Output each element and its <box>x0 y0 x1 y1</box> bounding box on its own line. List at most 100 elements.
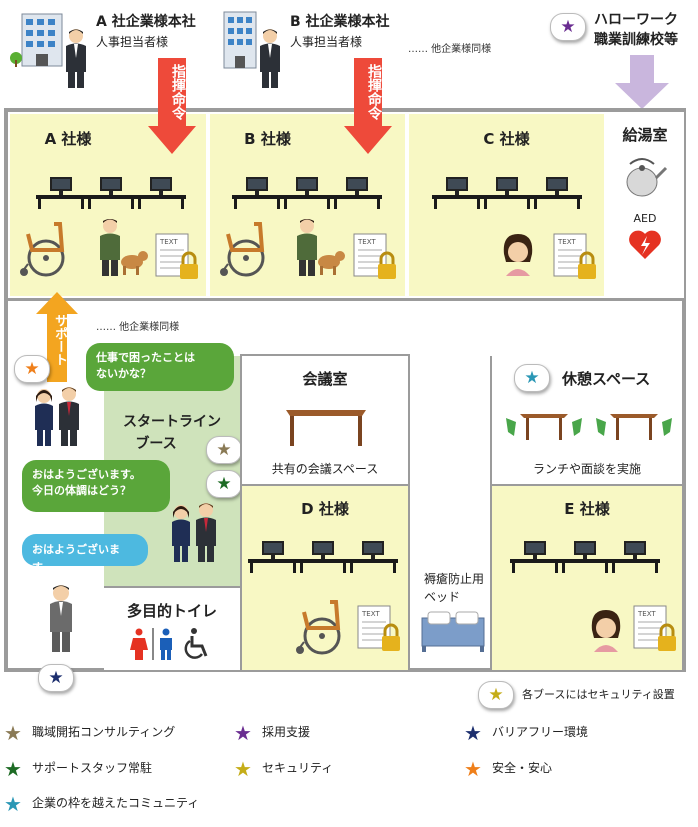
legend-label: 採用支援 <box>261 725 310 739</box>
kitchen-room: 給湯室 AED <box>606 112 684 298</box>
lounge-area: ★ 休憩スペース ランチや面談を実施 <box>490 356 682 484</box>
aed-label: AED <box>633 212 657 225</box>
command-arrow-b-icon: 指揮命令 <box>344 58 392 154</box>
floor-outer-wall <box>4 108 686 672</box>
lounge-title: 休憩スペース <box>562 370 651 388</box>
woman-staff-icon <box>588 608 624 652</box>
command-a-label: 指揮命令 <box>170 64 186 120</box>
staff-person-icon <box>98 218 122 278</box>
desk-computer-icon <box>282 177 332 209</box>
bubble-health-line2: 今日の体調はどう？ <box>32 483 131 497</box>
startline-title-line1: スタートライン <box>123 414 221 430</box>
meeting-title: 会議室 <box>302 370 348 388</box>
kitchen-title: 給湯室 <box>622 126 668 144</box>
legend-star-icon: ★ <box>4 756 22 781</box>
recruit-support-star-icon: ★ <box>550 13 586 41</box>
legend-star-icon: ★ <box>464 720 482 745</box>
legend-star-icon: ★ <box>234 756 252 781</box>
legend-item-consulting: ★ 職域開拓コンサルティング <box>4 720 176 745</box>
company-b-contact: 人事担当者様 <box>290 35 363 49</box>
desk-computer-icon <box>332 177 382 209</box>
desk-computer-icon <box>86 177 136 209</box>
guide-dog-icon <box>315 248 345 276</box>
speech-bubble-morning-health: おはようございます。 今日の体調はどう？ <box>22 460 170 512</box>
security-note: 各ブースにはセキュリティ設置 <box>522 688 675 701</box>
legend-item-community: ★企業の枠を越えたコミュニティ <box>4 793 200 814</box>
company-a-hr-person-icon <box>64 28 88 90</box>
booth-staff-man-icon <box>194 502 218 564</box>
desk-computer-icon <box>532 177 582 209</box>
booth-staff-woman-icon <box>170 504 192 564</box>
bubble-greeting-text: おはようございます。 <box>32 543 120 574</box>
room-a-title: A 社様 <box>44 130 92 148</box>
bed-line2: ベッド <box>423 590 460 604</box>
wheelchair-icon <box>14 220 76 278</box>
legend-star-icon: ★ <box>234 720 252 745</box>
desk-computer-icon <box>610 541 660 573</box>
other-companies-note: …… 他企業様同様 <box>408 44 492 55</box>
document-lock-icon: TEXT <box>352 232 398 282</box>
upper-divider-wall <box>8 297 608 301</box>
staff-person-icon <box>295 218 319 278</box>
wheelchair-icon <box>290 598 352 656</box>
barrier-free-star-icon: ★ <box>38 664 74 692</box>
room-e-title: E 社様 <box>564 500 610 518</box>
support-note: …… 他企業様同様 <box>96 322 180 333</box>
legend-label: セキュリティ <box>261 761 334 775</box>
legend-label: サポートスタッフ常駐 <box>31 761 152 775</box>
svg-text:TEXT: TEXT <box>557 238 576 246</box>
legend-item-barrier-free: ★ バリアフリー環境 <box>464 720 588 745</box>
desk-computer-icon <box>348 541 398 573</box>
desk-computer-icon <box>36 177 86 209</box>
desk-computer-icon <box>136 177 186 209</box>
desk-computer-icon <box>248 541 298 573</box>
legend-item-security: ★ セキュリティ <box>234 756 334 781</box>
kitchen-wall <box>606 297 684 301</box>
bed-line1: 褥瘡防止用 <box>423 572 484 586</box>
company-a-contact: 人事担当者様 <box>96 35 169 49</box>
legend-label: 職域開拓コンサルティング <box>31 725 176 739</box>
desk-computer-icon <box>560 541 610 573</box>
lounge-caption: ランチや面談を実施 <box>532 462 641 476</box>
speech-bubble-greeting: おはようございます。 <box>22 534 148 574</box>
legend-item-support-staff: ★ サポートスタッフ常駐 <box>4 756 152 781</box>
bubble-health-line1: おはようございます。 <box>32 468 141 481</box>
desk-computer-icon <box>510 541 560 573</box>
woman-staff-icon <box>500 232 536 276</box>
company-a-name: A 社企業様本社 <box>96 14 196 30</box>
room-d-title: D 社様 <box>301 500 349 518</box>
purple-down-arrow-icon <box>613 55 671 110</box>
support-staff-star-icon: ★ <box>206 470 242 498</box>
legend-label: バリアフリー環境 <box>491 725 588 739</box>
legend-label: 安全・安心 <box>491 761 552 775</box>
company-a-building-icon <box>8 10 70 68</box>
guide-dog-icon <box>118 248 148 276</box>
legend-item-safety: ★安全・安心 <box>464 758 552 779</box>
document-lock-icon: TEXT <box>632 604 678 654</box>
command-arrow-a-icon: 指揮命令 <box>148 58 196 154</box>
meeting-caption: 共有の会議スペース <box>271 462 379 476</box>
company-b-name: B 社企業様本社 <box>290 14 390 30</box>
hellowork-line1: ハローワーク <box>594 12 678 28</box>
bed-icon <box>420 608 486 654</box>
legend-label: 企業の枠を越えたコミュニティ <box>31 796 200 810</box>
employee-arriving-icon <box>48 584 74 654</box>
accessible-icon <box>182 628 214 660</box>
desk-computer-icon <box>298 541 348 573</box>
wheelchair-icon <box>214 220 276 278</box>
restroom-icon <box>130 628 176 660</box>
svg-text:TEXT: TEXT <box>361 610 380 618</box>
legend-star-icon: ★ <box>4 720 22 745</box>
speech-bubble-question: 仕事で困ったことは ないかな？ <box>86 343 234 391</box>
meeting-table-icon <box>282 402 370 448</box>
desk-computer-icon <box>432 177 482 209</box>
toilet-title: 多目的トイレ <box>126 602 217 620</box>
company-b-hr-person-icon <box>258 28 282 90</box>
desk-computer-icon <box>232 177 282 209</box>
meeting-room: 会議室 共有の会議スペース <box>240 354 410 484</box>
company-b-building-icon <box>218 10 264 70</box>
kettle-icon <box>622 152 668 198</box>
svg-text:TEXT: TEXT <box>159 238 178 246</box>
support-arrow-icon: サポート <box>36 292 78 382</box>
support-staff-woman-icon <box>33 388 55 448</box>
